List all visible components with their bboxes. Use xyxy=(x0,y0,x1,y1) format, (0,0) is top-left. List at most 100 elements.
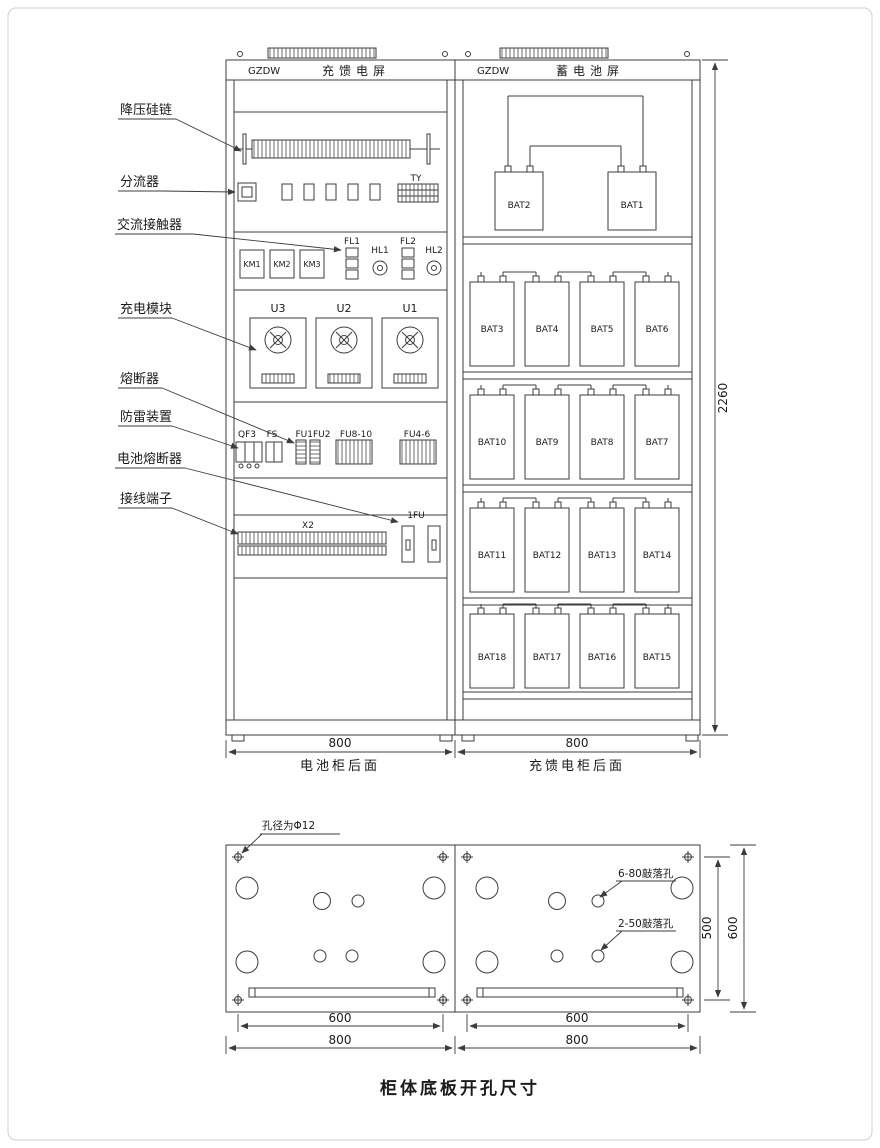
right-plate-holes xyxy=(475,876,694,974)
side-label-jiangya: 降压硅链 xyxy=(120,103,172,118)
dim-right-plate-outer: 800 xyxy=(566,1033,589,1047)
battery-shelves xyxy=(463,236,692,700)
dim-right-plate-inner: 600 xyxy=(566,1011,589,1025)
km2-label: KM2 xyxy=(273,260,290,269)
fu4-6-fuses xyxy=(399,439,437,465)
battery-label: BAT1 xyxy=(621,201,644,211)
fan-icon xyxy=(396,326,424,354)
hl1-label: HL1 xyxy=(371,246,389,256)
cabinet-right-title: 蓄电池屏 xyxy=(556,64,624,78)
left-base-plate xyxy=(225,844,456,1013)
side-label-jiaoliu: 交流接触器 xyxy=(117,217,182,233)
battery-bat4: BAT4 xyxy=(524,272,570,367)
battery-row-5: BAT18 BAT17 BAT16 BAT15 xyxy=(469,603,680,689)
fuse-surge-row: QF3 FS FU1FU2 FU8-10 FU4-6 xyxy=(235,430,437,469)
battery-label: BAT6 xyxy=(646,325,669,335)
ty-terminal-block xyxy=(397,183,439,203)
side-label-chongdian: 充电模块 xyxy=(120,301,172,317)
cabinet-foot xyxy=(439,734,453,742)
left-plate-holes xyxy=(235,876,446,974)
battery-bat6: BAT6 xyxy=(634,272,680,367)
battery-bat10: BAT10 xyxy=(469,385,515,480)
battery-row-2: BAT3 BAT4 BAT5 BAT6 xyxy=(469,271,680,367)
side-label-fenliuqi: 分流器 xyxy=(120,175,159,190)
side-callout-labels: 降压硅链 分流器 交流接触器 充电模块 熔断器 防雷装置 电池熔断器 接线端子 xyxy=(115,103,399,535)
battery-label: BAT3 xyxy=(481,325,504,335)
battery-bat15: BAT15 xyxy=(634,604,680,689)
hl1-lamp-icon xyxy=(372,260,388,276)
dim-left-plate-inner: 600 xyxy=(329,1011,352,1025)
fl2-label: FL2 xyxy=(400,237,416,247)
fu810-label: FU8-10 xyxy=(340,430,372,440)
battery-row-3: BAT10 BAT9 BAT8 BAT7 xyxy=(469,384,680,480)
battery-label: BAT12 xyxy=(533,551,562,561)
dim-cabinet-height: 2260 xyxy=(716,383,730,414)
battery-bat14: BAT14 xyxy=(634,498,680,593)
battery-label: BAT4 xyxy=(536,325,559,335)
cabinet-left-brand: GZDW xyxy=(248,66,280,77)
battery-bat2: BAT2 xyxy=(494,165,544,231)
cabinet-right-brand: GZDW xyxy=(477,66,509,77)
battery-bat13: BAT13 xyxy=(579,498,625,593)
cabinet-foot xyxy=(231,734,245,742)
battery-label: BAT8 xyxy=(591,438,614,448)
vent-grille xyxy=(499,47,609,59)
fu12-label: FU1FU2 xyxy=(296,430,331,440)
knockout-large-label: 6-80敲落孔 xyxy=(618,867,674,880)
dim-left-plate-outer: 800 xyxy=(329,1033,352,1047)
hl2-lamp-icon xyxy=(426,260,442,276)
dim-plate-inner-height: 500 xyxy=(700,917,714,940)
battery-bat1: BAT1 xyxy=(607,165,657,231)
fu8-10-fuses xyxy=(335,439,373,465)
battery-bat18: BAT18 xyxy=(469,604,515,689)
dim-left-width: 800 xyxy=(329,736,352,750)
hl2-label: HL2 xyxy=(425,246,443,256)
right-cabinet: GZDW 蓄电池屏 BAT2 BAT1 xyxy=(454,47,701,742)
battery-label: BAT10 xyxy=(478,438,507,448)
battery-row-1: BAT2 BAT1 xyxy=(494,95,657,231)
right-base-plate xyxy=(454,844,701,1013)
bolt-icon xyxy=(442,51,448,57)
fan-icon xyxy=(264,326,292,354)
resistor-chain xyxy=(236,133,440,165)
battery-label: BAT16 xyxy=(588,653,617,663)
plate-dimensions: 600 800 600 800 500 600 xyxy=(225,844,756,1054)
km3-label: KM3 xyxy=(303,260,320,269)
fu2-fuse xyxy=(309,439,321,465)
battery-bat11: BAT11 xyxy=(469,498,515,593)
module-u2-label: U2 xyxy=(336,302,351,315)
battery-row-4: BAT11 BAT12 BAT13 BAT14 xyxy=(469,497,680,593)
battery-label: BAT9 xyxy=(536,438,559,448)
battery-label: BAT13 xyxy=(588,551,617,561)
right-plate-slot xyxy=(476,987,684,998)
bolt-icon xyxy=(237,51,243,57)
base-plates: 孔径为Φ12 6-80敲落孔 2-50敲落孔 600 800 600 800 5… xyxy=(225,819,756,1054)
left-plate-slot xyxy=(248,987,436,998)
terminal-section: X2 1FU xyxy=(237,511,441,563)
battery-label: BAT11 xyxy=(478,551,507,561)
battery-bat9: BAT9 xyxy=(524,385,570,480)
cabinet-left-title: 充馈电屏 xyxy=(322,63,390,78)
side-label-fanglei: 防雷装置 xyxy=(120,409,172,425)
side-label-jiexian: 接线端子 xyxy=(120,491,172,507)
battery-bat16: BAT16 xyxy=(579,604,625,689)
knockout-small-label: 2-50敲落孔 xyxy=(618,917,674,930)
qf3-label: QF3 xyxy=(238,430,256,440)
fan-icon xyxy=(330,326,358,354)
battery-bat3: BAT3 xyxy=(469,272,515,367)
battery-bat5: BAT5 xyxy=(579,272,625,367)
cabinet-foot xyxy=(461,734,475,742)
battery-label: BAT2 xyxy=(508,201,531,211)
battery-label: BAT14 xyxy=(643,551,672,561)
fu46-label: FU4-6 xyxy=(404,430,431,440)
dim-right-width: 800 xyxy=(566,736,589,750)
contactor-section: KM1 KM2 KM3 FL1 HL1 FL2 HL2 xyxy=(239,237,443,280)
battery-bat12: BAT12 xyxy=(524,498,570,593)
x2-terminal-strip xyxy=(237,531,387,545)
km1-label: KM1 xyxy=(243,260,260,269)
bolt-icon xyxy=(684,51,690,57)
fu1-fuse xyxy=(295,439,307,465)
battery-label: BAT15 xyxy=(643,653,672,663)
